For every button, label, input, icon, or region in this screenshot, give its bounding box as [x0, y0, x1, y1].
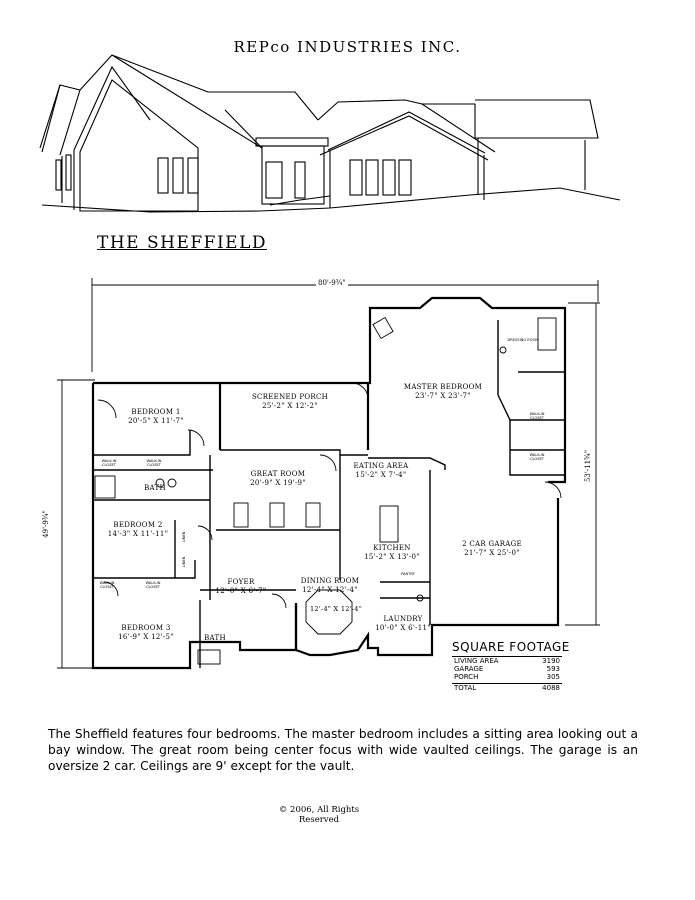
pantry-label: PANTRY [401, 572, 415, 576]
company-name: REPco INDUSTRIES INC. [233, 38, 462, 56]
linen-label-2: LINEN [182, 556, 186, 568]
bath-2-label: BATH [204, 634, 226, 642]
copyright-notice: © 2006, All Rights Reserved [278, 805, 360, 825]
house-elevation [39, 54, 621, 213]
overall-depth-right-dim: 53'-11¾" [584, 449, 593, 483]
overall-width-dim: 80'-9¾" [316, 279, 348, 287]
dining-inner-dims: 12'-4" X 12'-4" [310, 605, 363, 613]
model-name: THE SHEFFIELD [97, 233, 267, 253]
overall-depth-left-dim: 49'-9¾" [41, 510, 50, 538]
plan-description: The Sheffield features four bedrooms. Th… [48, 727, 638, 773]
dressing-room-label: DRESSING ROOM [507, 338, 539, 342]
square-footage-title: SQUARE FOOTAGE [452, 640, 570, 654]
linen-label-1: LINEN [182, 531, 186, 543]
floor-plan [57, 278, 600, 670]
bath-1-label: BATH [144, 484, 166, 492]
